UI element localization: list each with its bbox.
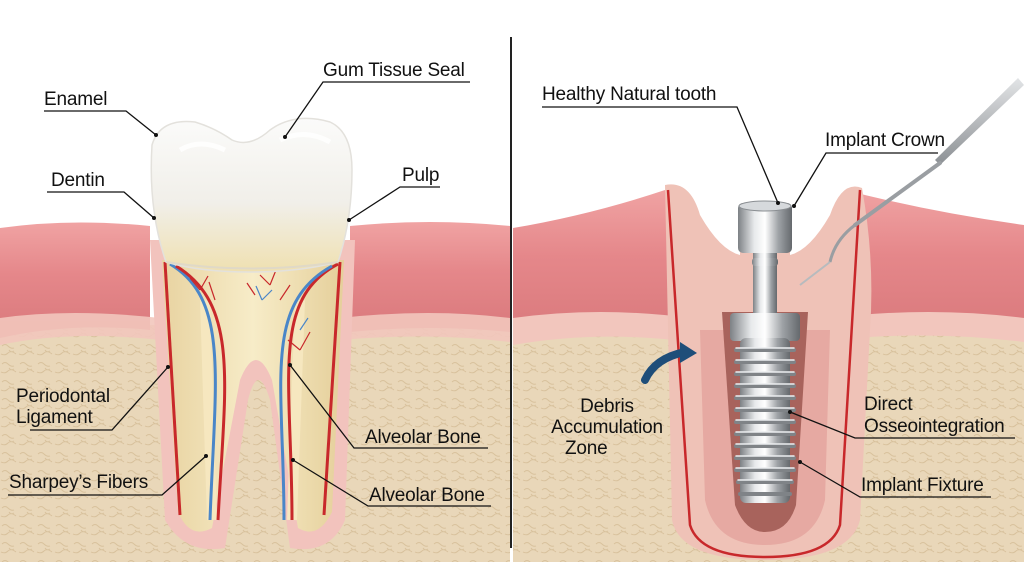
label-implant-crown: Implant Crown: [825, 130, 945, 151]
label-healthy-natural-tooth: Healthy Natural tooth: [542, 84, 717, 105]
gum-right: [350, 222, 510, 332]
label-osseointegration: Osseointegration: [864, 416, 1005, 437]
label-debris-accumulation-zone: Debris Accumulation Zone: [547, 396, 667, 459]
leader-lines: [8, 81, 1015, 507]
tooth-crown: [150, 117, 353, 273]
label-debris-line2: Accumulation: [551, 417, 663, 438]
label-debris-line1: Debris: [580, 396, 634, 417]
label-implant-fixture: Implant Fixture: [861, 475, 984, 496]
label-alveolar-bone-upper: Alveolar Bone: [365, 427, 481, 448]
label-pulp: Pulp: [402, 165, 440, 186]
label-gum-tissue-seal: Gum Tissue Seal: [323, 60, 465, 81]
label-enamel: Enamel: [44, 89, 108, 110]
implant-fixture-threads: [734, 338, 796, 503]
label-periodontal-ligament: Periodontal Ligament: [16, 386, 110, 428]
label-alveolar-bone-lower: Alveolar Bone: [369, 485, 485, 506]
natural-tooth-panel: [0, 117, 510, 562]
implant-abutment: [738, 203, 792, 253]
label-sharpeys-fibers: Sharpey’s Fibers: [9, 472, 149, 493]
label-debris-line3: Zone: [565, 438, 608, 459]
dental-probe-tool: [799, 78, 1024, 286]
implant-panel: [513, 78, 1024, 562]
label-dentin: Dentin: [51, 170, 105, 191]
gum-left: [0, 222, 150, 338]
label-direct: Direct: [864, 394, 913, 415]
